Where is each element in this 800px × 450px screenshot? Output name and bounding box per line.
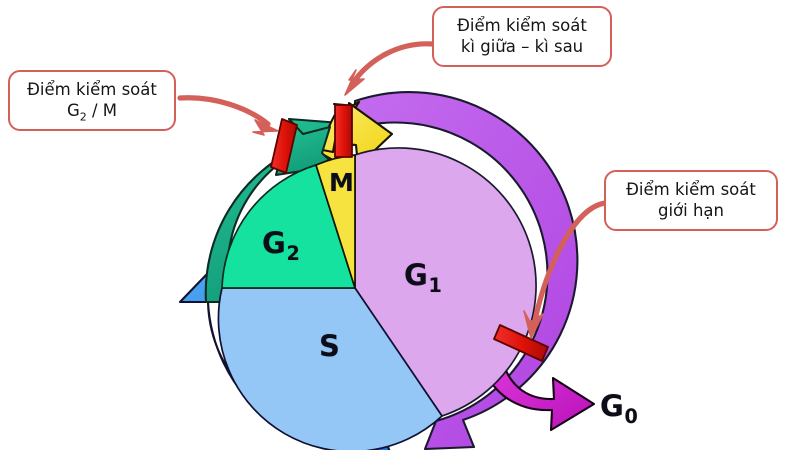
phase-sector-s — [217, 287, 443, 450]
phase-sector-g1 — [354, 147, 537, 417]
phase-sector-g2 — [221, 164, 356, 289]
callout-restriction-checkpoint[interactable]: Điểm kiểm soát giới hạn — [604, 170, 778, 232]
checkpoint-bar-restriction — [493, 324, 549, 362]
phase-label-g2: G2 — [262, 226, 300, 263]
ring-arrow-g1 — [353, 91, 579, 450]
callout-g2m-line2-pre: G — [66, 101, 80, 121]
connector-arrow-g2m — [177, 95, 279, 136]
phase-label-m: M — [329, 168, 354, 197]
phase-label-g0: G0 — [600, 389, 638, 426]
callout-g2m-line2: G2 / M — [20, 100, 164, 124]
callout-metaphase-line2: kì giữa – kì sau — [460, 37, 584, 57]
phase-label-g1-text: G — [404, 258, 429, 292]
phase-label-s: S — [319, 329, 340, 363]
callout-restriction-line2: giới hạn — [657, 201, 724, 221]
callout-restriction-line1: Điểm kiểm soát — [626, 180, 756, 199]
callout-g2m-checkpoint[interactable]: Điểm kiểm soát G2 / M — [8, 70, 176, 132]
phase-label-s-text: S — [319, 329, 341, 363]
checkpoint-bar-spindle — [334, 104, 353, 158]
connector-arrow-restriction — [523, 200, 609, 339]
callout-metaphase-line1: Điểm kiểm soát — [457, 16, 587, 35]
callout-metaphase-anaphase-checkpoint[interactable]: Điểm kiểm soát kì giữa – kì sau — [432, 6, 612, 68]
phase-label-g2-text: G — [262, 226, 287, 260]
phase-label-g1-sub: 1 — [428, 273, 443, 297]
phase-label-g0-sub: 0 — [624, 404, 639, 428]
phase-label-g2-sub: 2 — [286, 241, 301, 265]
connector-arrow-metaphase — [344, 41, 435, 96]
callout-g2m-line2-post: / M — [86, 101, 118, 121]
callout-g2m-line2-sub: 2 — [79, 110, 87, 124]
phase-sector-m — [315, 154, 356, 289]
phase-label-m-text: M — [329, 168, 355, 197]
checkpoint-bar-g2m — [270, 118, 298, 174]
phase-label-g1: G1 — [404, 258, 442, 295]
phase-label-g0-text: G — [600, 389, 625, 423]
callout-g2m-line1: Điểm kiểm soát — [27, 80, 157, 99]
